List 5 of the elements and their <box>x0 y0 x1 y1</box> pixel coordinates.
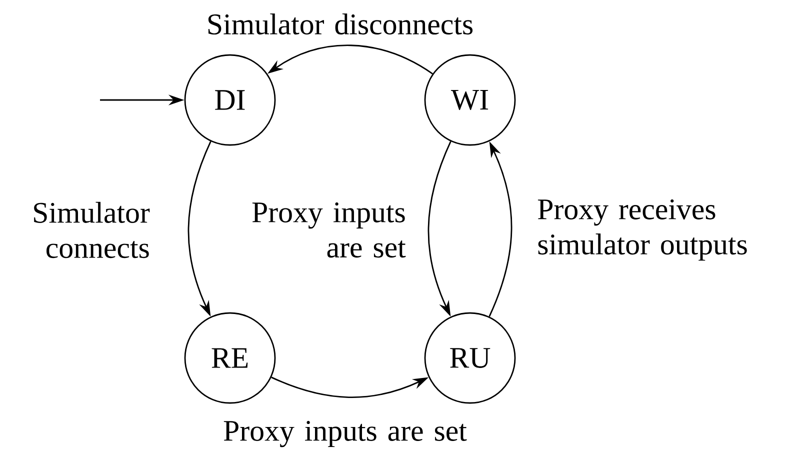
edge-label: Simulator disconnects <box>208 14 473 35</box>
edge-label: Proxy receives simulator outputs <box>538 199 747 261</box>
edge-label: Proxy inputs are set <box>224 420 467 448</box>
edge-label: Simulator connects <box>34 202 150 258</box>
edge-label: Proxy inputs are set <box>252 202 406 258</box>
